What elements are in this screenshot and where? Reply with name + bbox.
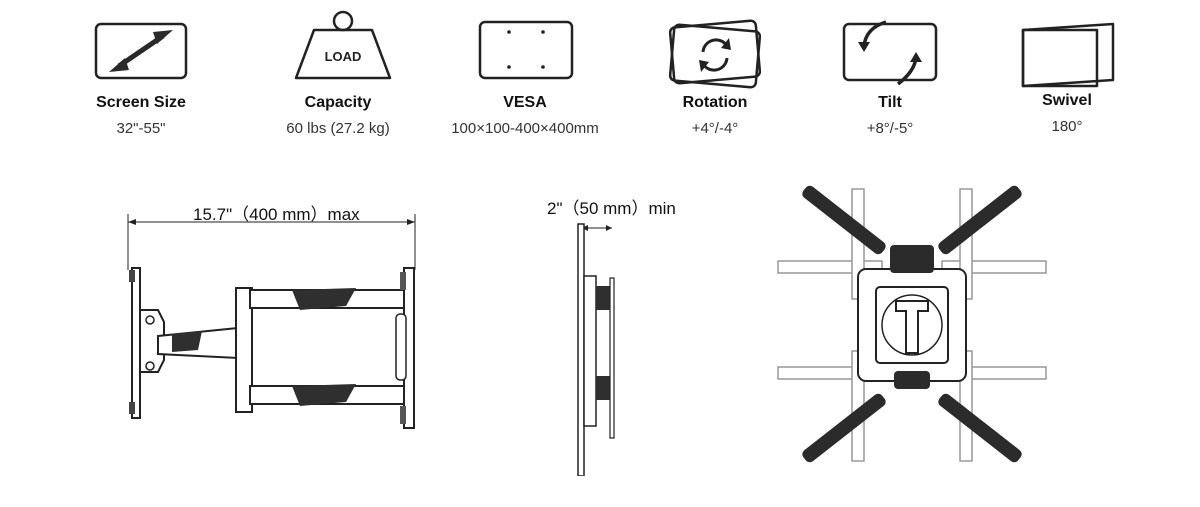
front-view-drawing [777, 185, 1047, 463]
spec-value: 180° [1051, 118, 1083, 135]
spec-rotation: Rotation +4°/-4° [625, 0, 805, 137]
spec-screen-size: Screen Size 32"-55" [51, 0, 231, 137]
side-view-folded-drawing [577, 223, 615, 476]
spec-value: +4°/-4° [691, 120, 739, 137]
spec-label: Tilt [878, 94, 902, 111]
vesa-pattern-icon [478, 20, 574, 80]
spec-label: Screen Size [96, 94, 186, 111]
side-view-extended-drawing [127, 214, 416, 429]
swivel-panels-icon [1021, 22, 1115, 88]
spec-label: Rotation [682, 94, 748, 111]
spec-value: 100×100-400×400mm [451, 120, 599, 137]
tilt-arrows-icon [842, 20, 938, 86]
spec-value: 60 lbs (27.2 kg) [286, 120, 390, 137]
rotation-arrows-icon [668, 19, 762, 89]
spec-swivel: Swivel 180° [977, 0, 1157, 135]
extension-dimension-label: 15.7"（400 mm）max [193, 205, 360, 224]
profile-dimension-label: 2"（50 mm）min [547, 199, 676, 218]
spec-capacity: LOAD Capacity 60 lbs (27.2 kg) [248, 0, 428, 137]
spec-tilt: Tilt +8°/-5° [800, 0, 980, 137]
load-text: LOAD [325, 49, 362, 64]
spec-value: +8°/-5° [866, 120, 914, 137]
spec-value: 32"-55" [116, 120, 166, 137]
spec-label: Swivel [1042, 92, 1092, 109]
spec-vesa: VESA 100×100-400×400mm [435, 0, 615, 137]
load-weight-icon: LOAD [294, 10, 392, 80]
spec-label: VESA [503, 94, 547, 111]
spec-label: Capacity [304, 94, 372, 111]
diagonal-arrow-icon [94, 22, 188, 80]
